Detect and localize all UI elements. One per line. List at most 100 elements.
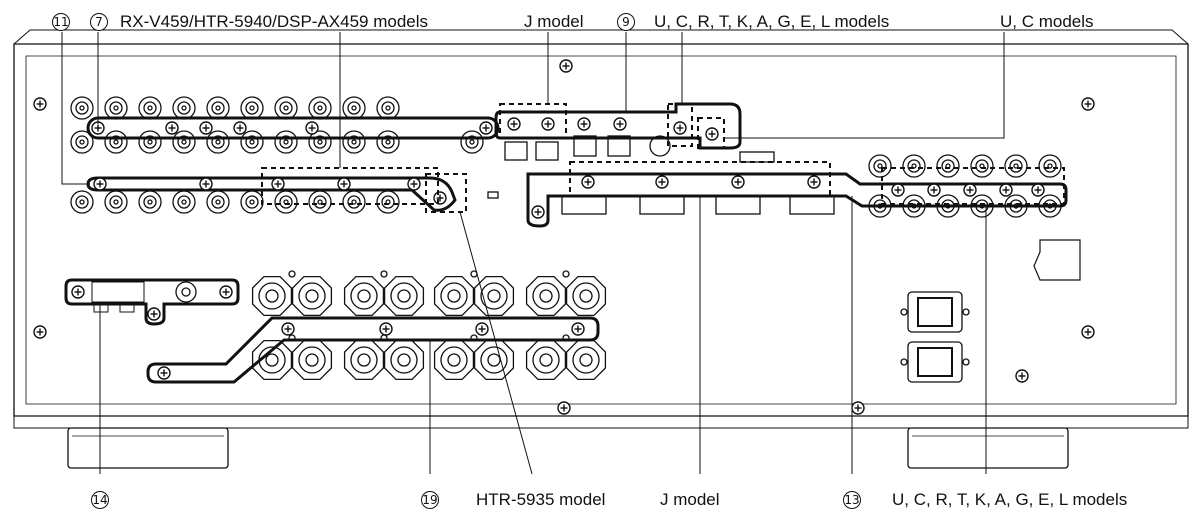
chassis-top-lip <box>13 29 1189 45</box>
label-htr-model: HTR-5935 model <box>476 490 606 509</box>
speaker-terminal <box>525 334 607 381</box>
screw <box>571 322 585 336</box>
screw <box>91 121 105 135</box>
screw <box>1015 369 1029 383</box>
screw <box>613 117 627 131</box>
screw <box>33 325 47 339</box>
rca-jack <box>1038 154 1062 178</box>
speaker-terminal <box>343 334 425 381</box>
rca-jack <box>342 190 366 214</box>
rca-jack <box>172 190 196 214</box>
bracket-13 <box>526 172 1068 228</box>
dash-htr <box>425 173 467 213</box>
callout-7: 7 <box>90 13 108 31</box>
screw <box>165 121 179 135</box>
rca-jack <box>460 130 484 154</box>
ac-outlet-2 <box>907 341 963 383</box>
screw <box>673 121 687 135</box>
chassis-outline <box>13 43 1189 417</box>
callout-11: 11 <box>52 13 70 31</box>
rca-jack <box>172 130 196 154</box>
dash-j-model-top <box>499 103 567 139</box>
rca-jack <box>104 96 128 120</box>
screw <box>233 121 247 135</box>
rca-jack <box>376 190 400 214</box>
screw <box>337 177 351 191</box>
rca-jack <box>240 190 264 214</box>
screw <box>557 401 571 415</box>
label-j-model-top: J model <box>524 12 584 31</box>
label-ucrt-bottom: U, C, R, T, K, A, G, E, L models <box>892 490 1128 509</box>
screw <box>559 59 573 73</box>
screw <box>33 97 47 111</box>
screw <box>433 191 447 205</box>
screw <box>999 183 1013 197</box>
screw <box>219 285 233 299</box>
right-foot <box>907 427 1069 469</box>
callout-9: 9 <box>617 13 635 31</box>
screw <box>199 177 213 191</box>
bottom-rail <box>13 416 1189 429</box>
rca-jack <box>274 130 298 154</box>
screw <box>963 183 977 197</box>
speaker-terminal <box>343 270 425 317</box>
power-cord-holder <box>1033 239 1081 281</box>
rca-jack <box>206 96 230 120</box>
bracket-11 <box>86 176 457 212</box>
screw <box>507 117 521 131</box>
rca-jack <box>902 154 926 178</box>
screw <box>655 175 669 189</box>
screw <box>891 183 905 197</box>
screw <box>851 401 865 415</box>
rca-jack <box>70 130 94 154</box>
bracket-14 <box>64 278 240 326</box>
label-rx-models: RX-V459/HTR-5940/DSP-AX459 models <box>120 12 429 31</box>
leader-uc <box>724 32 1005 139</box>
screw <box>577 117 591 131</box>
rca-jack <box>138 96 162 120</box>
bracket-7 <box>86 116 500 140</box>
callout-19: 19 <box>421 491 439 509</box>
speaker-terminal <box>251 334 333 381</box>
rca-jack <box>342 96 366 120</box>
screw <box>807 175 821 189</box>
rca-jack <box>274 96 298 120</box>
rca-jack <box>868 154 892 178</box>
rca-jack <box>70 96 94 120</box>
rca-jack <box>104 190 128 214</box>
rca-jack <box>206 190 230 214</box>
screw <box>379 322 393 336</box>
rca-jack <box>138 130 162 154</box>
screw <box>1081 97 1095 111</box>
rca-jack <box>138 190 162 214</box>
label-ucrt-top: U, C, R, T, K, A, G, E, L models <box>654 12 890 31</box>
left-foot <box>67 427 229 469</box>
ac-outlet-1 <box>907 291 963 333</box>
callout-13: 13 <box>843 491 861 509</box>
screw <box>281 322 295 336</box>
chassis-inner-edge <box>25 55 1177 405</box>
screw <box>1031 183 1045 197</box>
rca-jack <box>70 190 94 214</box>
rca-jack <box>206 130 230 154</box>
screw <box>479 121 493 135</box>
dash-rx-models <box>261 167 439 205</box>
dash-j-model-bottom <box>569 161 831 197</box>
bracket-19 <box>146 316 600 384</box>
screw <box>199 121 213 135</box>
rca-jack <box>936 154 960 178</box>
screw <box>147 307 161 321</box>
leader-htr <box>459 211 533 475</box>
callout-14: 14 <box>91 491 109 509</box>
rca-jack <box>970 154 994 178</box>
rca-jack <box>1004 154 1028 178</box>
rca-jack <box>376 96 400 120</box>
screw <box>731 175 745 189</box>
bracket-9 <box>494 102 742 150</box>
label-uc-models: U, C models <box>1000 12 1094 31</box>
screw <box>157 366 171 380</box>
label-j-model-bottom: J model <box>660 490 720 509</box>
rca-jack <box>376 130 400 154</box>
